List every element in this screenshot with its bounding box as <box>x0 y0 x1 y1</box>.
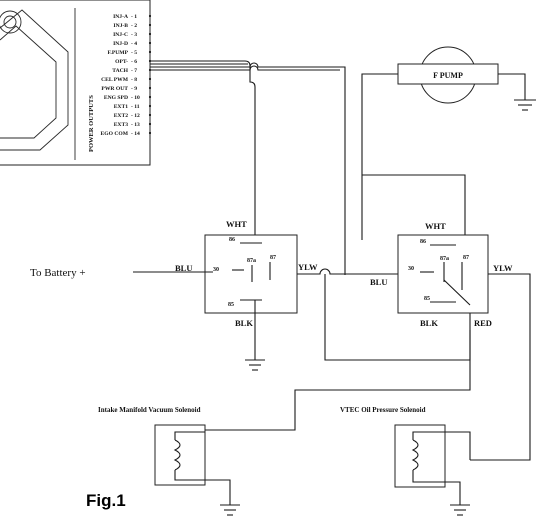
ecu-output: EGO COM <box>100 131 128 137</box>
ecu-output: INJ-B <box>113 23 128 29</box>
svg-text:- 13: - 13 <box>131 122 140 128</box>
relay2-pin-30: 30 <box>408 266 414 272</box>
relay2-pin-87a: 87a <box>440 256 449 262</box>
relay2-wire-bottom-right: RED <box>474 318 492 328</box>
intake-solenoid: Intake Manifold Vacuum Solenoid <box>98 406 240 516</box>
figure-label: Fig.1 <box>86 491 126 510</box>
relay1-wire-bottom: BLK <box>235 318 253 328</box>
vtec-ground-icon <box>450 504 470 516</box>
ecu-output: EXT2 <box>114 113 129 119</box>
svg-text:- 9: - 9 <box>131 86 137 92</box>
fuel-pump-ground-icon <box>514 99 536 111</box>
relay2-wire-right: YLW <box>493 263 513 273</box>
ecu-output: EXT1 <box>114 104 129 110</box>
ecu-mount-hole-icon <box>0 10 22 34</box>
vtec-coil-icon <box>411 439 419 471</box>
relay-link-wire <box>297 268 400 275</box>
relay1-wire-top: WHT <box>226 219 247 229</box>
ecu-output: INJ-A <box>113 14 128 20</box>
relay2-pin-85: 85 <box>424 296 430 302</box>
relay1-ground <box>245 300 265 371</box>
svg-text:- 12: - 12 <box>131 113 140 119</box>
svg-text:- 1: - 1 <box>131 14 137 20</box>
intake-ground-icon <box>220 504 240 516</box>
relay-2: WHT 86 87a 87 30 85 BLU YLW BLK RED <box>370 221 513 328</box>
ecu-output-wires <box>150 60 346 275</box>
fuel-pump: F PUMP <box>361 46 536 240</box>
fuel-pump-label: F PUMP <box>433 71 463 80</box>
svg-text:- 4: - 4 <box>131 41 137 47</box>
ecu-output: EXT3 <box>114 122 129 128</box>
ecu-output: TACH <box>112 68 128 74</box>
intake-feed-wire <box>205 330 471 431</box>
vtec-solenoid-label: VTEC Oil Pressure Solenoid <box>340 406 426 414</box>
vtec-solenoid: VTEC Oil Pressure Solenoid <box>340 406 471 516</box>
relay1-pin-85: 85 <box>228 302 234 308</box>
ecu-output: F.PUMP <box>108 50 129 56</box>
relay1-pin-30: 30 <box>213 267 219 273</box>
svg-text:- 2: - 2 <box>131 23 137 29</box>
ecu-output: ENG SPD <box>104 95 128 101</box>
svg-text:- 6: - 6 <box>131 59 137 65</box>
ecu-output: CEL PWM <box>101 77 129 83</box>
relay2-pin-87: 87 <box>463 255 469 261</box>
relay1-pin-87: 87 <box>270 255 276 261</box>
vtec-feed-wire <box>470 273 531 461</box>
ecu-output-list: INJ-A INJ-B INJ-C INJ-D F.PUMP OPT- TACH… <box>100 14 128 137</box>
battery-label: To Battery + <box>30 267 86 279</box>
ecu-module: POWER OUTPUTS INJ-A INJ-B INJ-C INJ-D F.… <box>0 0 152 166</box>
svg-text:- 5: - 5 <box>131 50 137 56</box>
fuel-pump-feed-wire <box>362 174 466 240</box>
relay2-wire-left: BLU <box>370 277 387 287</box>
svg-text:- 7: - 7 <box>131 68 137 74</box>
ecu-output: OPT- <box>115 59 128 65</box>
svg-text:- 8: - 8 <box>131 77 137 83</box>
relay1-pin-86: 86 <box>229 237 235 243</box>
ecu-output: PWR OUT <box>101 86 128 92</box>
relay2-wire-top: WHT <box>425 221 446 231</box>
ecu-output: INJ-C <box>113 32 128 38</box>
svg-text:- 14: - 14 <box>131 131 140 137</box>
intake-solenoid-label: Intake Manifold Vacuum Solenoid <box>98 406 201 414</box>
relay-1: WHT 86 87a 87 30 85 BLU YLW BLK <box>175 219 318 328</box>
svg-text:- 11: - 11 <box>131 104 140 110</box>
svg-text:- 10: - 10 <box>131 95 140 101</box>
ecu-title: POWER OUTPUTS <box>88 95 95 152</box>
relay2-wire-bottom: BLK <box>420 318 438 328</box>
relay1-pin-87a: 87a <box>247 258 256 264</box>
relay2-pin-86: 86 <box>420 239 426 245</box>
relay1-wire-right: YLW <box>298 262 318 272</box>
svg-text:- 3: - 3 <box>131 32 137 38</box>
ecu-output: INJ-D <box>113 41 128 47</box>
relay1-ground-icon <box>245 359 265 371</box>
relay1-wire-left: BLU <box>175 263 192 273</box>
intake-coil-icon <box>173 439 181 471</box>
